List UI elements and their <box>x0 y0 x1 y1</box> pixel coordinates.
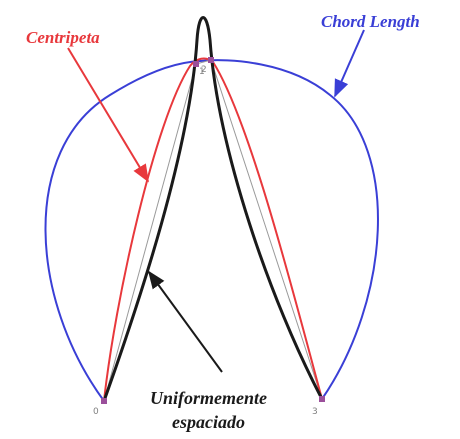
chord-length-arrow <box>334 29 365 98</box>
centripetal-curve <box>103 57 323 402</box>
control-point-1[interactable] <box>193 61 199 67</box>
chord-length-label: Chord Length <box>321 12 420 31</box>
control-point-2[interactable] <box>208 57 214 63</box>
centripetal-arrow <box>67 47 149 183</box>
point-index-2: 2 <box>201 65 207 75</box>
control-point-0[interactable] <box>101 398 107 404</box>
centripetal-label: Centripeta <box>26 28 100 47</box>
point-index-3: 3 <box>312 407 318 417</box>
chord-length-curve <box>44 59 379 402</box>
point-index-0: 0 <box>93 407 99 417</box>
control-polygon <box>103 59 323 402</box>
uniform-curve <box>102 16 324 402</box>
point-index-1: 1 <box>199 67 205 77</box>
uniform-label-line2: espaciado <box>172 412 245 432</box>
uniform-label-line1: Uniformemente <box>150 388 267 408</box>
uniform-arrow <box>147 270 223 373</box>
control-point-3[interactable] <box>319 396 325 402</box>
